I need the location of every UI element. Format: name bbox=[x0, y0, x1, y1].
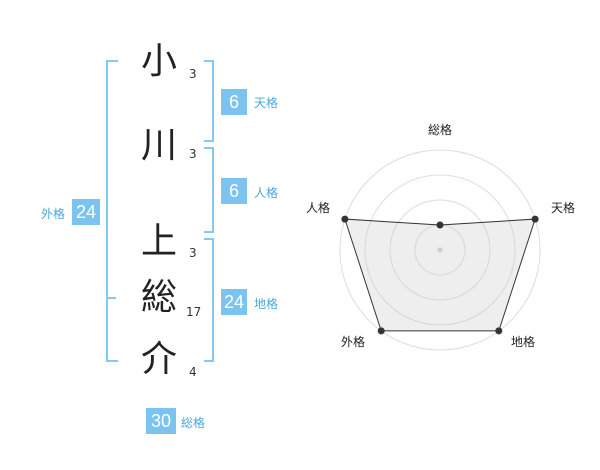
radar-series-polygon bbox=[344, 218, 536, 332]
radar-axis-label-gaikaku: 外格 bbox=[341, 335, 366, 349]
radar-point-3 bbox=[495, 327, 503, 335]
stroke-count-5: 4 bbox=[189, 365, 197, 379]
stroke-count-2: 3 bbox=[189, 147, 197, 161]
gaikaku-divider bbox=[106, 297, 116, 299]
radar-point-2 bbox=[531, 215, 539, 223]
stroke-count-4: 17 bbox=[186, 305, 202, 319]
chikaku-label: 地格 bbox=[254, 297, 279, 311]
tenkaku-badge: 6 bbox=[221, 89, 247, 115]
radar-ring-2 bbox=[389, 199, 491, 301]
chikaku-badge: 24 bbox=[221, 289, 247, 315]
radar-point-4 bbox=[377, 327, 385, 335]
radar-axis-label-tenkaku: 天格 bbox=[551, 201, 576, 215]
radar-axis-label-soukaku: 総格 bbox=[428, 123, 453, 137]
stroke-count-1: 3 bbox=[189, 67, 197, 81]
gaikaku-label: 外格 bbox=[41, 207, 66, 221]
name-char-5: 介 bbox=[140, 339, 177, 380]
radar-center-dot bbox=[437, 247, 443, 253]
name-char-3: 上 bbox=[140, 221, 177, 262]
radar-axis-label-jinkaku: 人格 bbox=[306, 201, 331, 215]
soukaku-badge: 30 bbox=[146, 408, 176, 434]
soukaku-label: 総格 bbox=[181, 416, 206, 430]
gaikaku-bracket bbox=[106, 60, 118, 362]
radar-point-5 bbox=[341, 215, 349, 223]
jinkaku-label: 人格 bbox=[254, 186, 279, 200]
name-char-2: 川 bbox=[140, 125, 177, 166]
name-char-4: 総 bbox=[140, 277, 177, 318]
jinkaku-badge: 6 bbox=[221, 178, 247, 204]
jinkaku-bracket bbox=[204, 147, 214, 233]
name-char-1: 小 bbox=[140, 41, 177, 82]
chikaku-bracket bbox=[204, 238, 214, 362]
radar-ring-3 bbox=[364, 174, 516, 326]
gaikaku-badge: 24 bbox=[72, 199, 100, 225]
tenkaku-bracket bbox=[204, 60, 214, 142]
radar-axis-label-chikaku: 地格 bbox=[511, 335, 536, 349]
tenkaku-label: 天格 bbox=[254, 96, 279, 110]
radar-point-1 bbox=[436, 221, 444, 229]
stroke-count-3: 3 bbox=[189, 246, 197, 260]
